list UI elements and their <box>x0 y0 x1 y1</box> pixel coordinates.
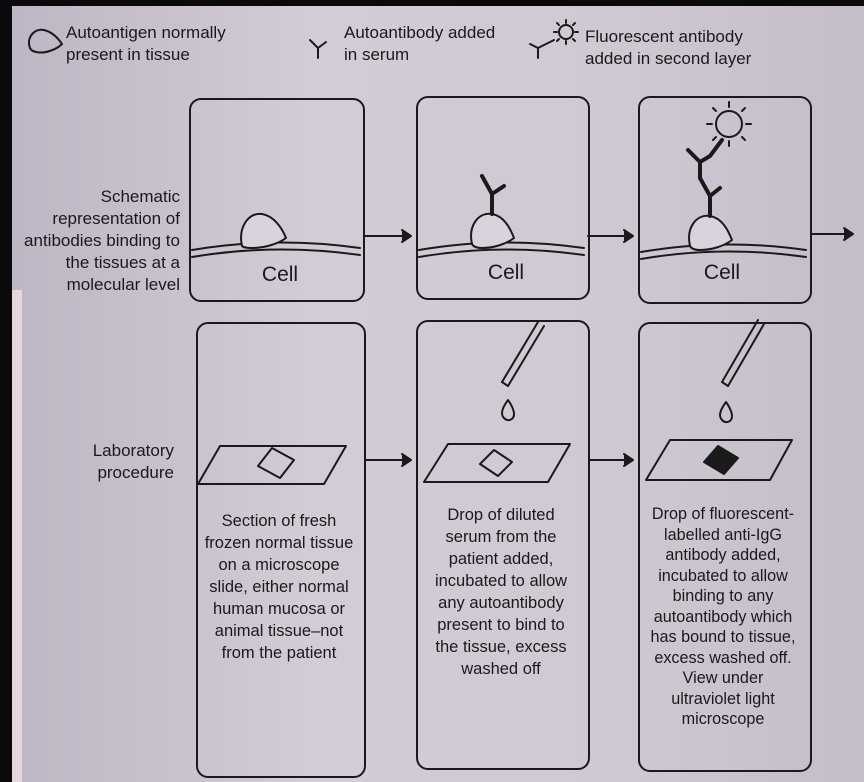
fluorescent-tissue-section <box>703 445 739 475</box>
step-description-3: Drop of fluorescent- labelled anti-IgG a… <box>650 505 796 728</box>
schematic-box-1 <box>189 98 365 302</box>
lab-box-2 <box>416 320 590 770</box>
schematic-box-3 <box>638 96 812 304</box>
autoantibody-legend-icon <box>309 39 327 59</box>
schematic-membrane-1 <box>191 241 361 258</box>
legend-fluorescent-label: Fluorescent antibody added in second lay… <box>585 27 752 68</box>
page-edge-strip <box>12 290 22 782</box>
microscope-slide-1 <box>197 445 347 485</box>
fluorescent-antibody-legend-icon <box>529 19 579 59</box>
lab-arrow-2 <box>589 453 634 467</box>
tissue-section-1 <box>257 447 295 479</box>
lab-box-1 <box>196 322 366 778</box>
autoantigen-shape-3 <box>688 214 733 251</box>
legend-autoantibody-label: Autoantibody added in serum <box>344 23 496 64</box>
schematic-arrow-1 <box>363 229 412 243</box>
schematic-arrow-3 <box>811 227 854 241</box>
lab-arrow-1 <box>365 453 412 467</box>
autoantigen-legend-icon <box>28 28 63 54</box>
legend-autoantigen-label: Autoantigen normally present in tissue <box>66 23 226 64</box>
lab-box-3 <box>638 322 812 772</box>
bound-antibody-complex-icon <box>686 138 724 218</box>
schematic-row-label: Schematic representation of antibodies b… <box>24 187 180 294</box>
schematic-box-2 <box>416 96 590 300</box>
fluorescent-drop <box>718 401 733 424</box>
fluorophore-sun-icon <box>706 101 752 147</box>
tissue-section-2 <box>479 449 513 477</box>
pipette-2 <box>501 321 545 387</box>
cell-label-3: Cell <box>703 261 741 284</box>
serum-drop <box>500 399 515 422</box>
cell-label-1: Cell <box>261 263 299 286</box>
schematic-membrane-3 <box>640 243 807 260</box>
schematic-arrow-2 <box>587 229 634 243</box>
autoantigen-shape-2 <box>470 212 515 249</box>
microscope-slide-3 <box>645 439 793 481</box>
pipette-3 <box>721 319 765 387</box>
lab-procedure-row-label: Laboratory procedure <box>92 441 174 482</box>
step-description-2: Drop of diluted serum from the patient a… <box>434 506 568 678</box>
cell-label-2: Cell <box>487 261 525 284</box>
autoantigen-shape-1 <box>240 212 287 249</box>
bound-autoantibody-icon <box>480 174 506 216</box>
step-description-1: Section of fresh frozen normal tissue on… <box>204 512 354 662</box>
microscope-slide-2 <box>423 443 571 483</box>
